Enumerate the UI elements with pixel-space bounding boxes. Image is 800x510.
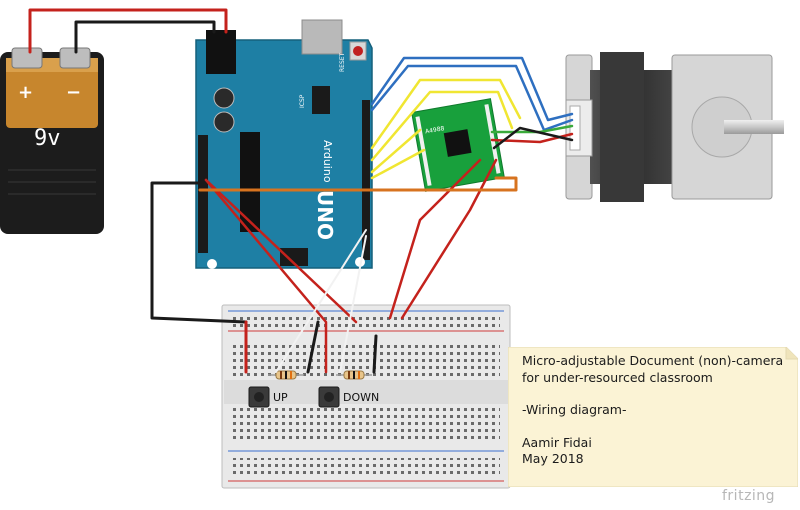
wire-yellow-4 <box>370 148 426 180</box>
arduino-logo-text: Arduino <box>321 140 334 183</box>
wire-driver-vmot <box>388 158 482 320</box>
note-subtitle: -Wiring diagram- <box>522 402 627 417</box>
down-label: DOWN <box>343 391 379 404</box>
wire-driver-vdd <box>400 158 498 320</box>
a4988-driver: A4988 <box>411 98 505 192</box>
driver-label: A4988 <box>425 125 445 135</box>
power-jack <box>206 30 236 74</box>
digital-header <box>362 100 370 260</box>
atmega-chip <box>240 132 260 232</box>
up-label: UP <box>273 391 288 404</box>
wire-gnd-breadboard <box>150 181 248 324</box>
power-header <box>198 135 208 253</box>
minus-symbol: − <box>66 82 81 103</box>
terminal-strip-top <box>232 341 500 377</box>
wire-orange <box>198 176 518 192</box>
wire-5v-down <box>204 178 328 374</box>
wire-motor-blue-2 <box>370 64 574 132</box>
plus-symbol: + <box>18 82 33 103</box>
resistor-up <box>268 370 304 380</box>
arduino-uno: RESET ICSP Arduino UNO <box>195 19 373 269</box>
breadboard: UP DOWN <box>221 304 511 489</box>
bottom-rail-holes <box>232 458 500 478</box>
terminal-strip-bottom <box>232 407 500 443</box>
wire-motor-blue-1 <box>370 56 574 122</box>
top-rail-holes <box>232 315 500 328</box>
icsp-label: ICSP <box>299 94 306 108</box>
note-author: Aamir Fidai <box>522 434 592 450</box>
wire-signal-up <box>275 229 367 373</box>
note-date: May 2018 <box>522 451 584 466</box>
battery-9v: + − 9v <box>0 47 104 234</box>
motor-connector <box>569 105 581 151</box>
note-title-line1: Micro-adjustable Document (non)-camera <box>522 353 784 368</box>
resistor-down <box>336 370 372 380</box>
wire-5v-rail <box>204 178 358 324</box>
wires <box>28 8 574 374</box>
wire-yellow-3 <box>370 128 422 174</box>
wire-motor-black <box>492 126 574 150</box>
voltage-label: 9v <box>34 126 61 151</box>
fritzing-watermark: fritzing <box>722 488 776 504</box>
wire-battery-positive <box>28 8 228 54</box>
battery-positive-terminal <box>11 47 43 69</box>
wire-yellow-2 <box>370 90 514 162</box>
uno-logo-text: UNO <box>313 190 337 240</box>
wire-yellow-1 <box>370 78 522 150</box>
stepper-motor <box>565 52 784 202</box>
title-note: Micro-adjustable Document (non)-camera f… <box>508 347 798 487</box>
usb-connector <box>301 19 343 55</box>
motor-shaft <box>724 120 784 134</box>
up-button: UP <box>248 386 288 408</box>
wire-signal-down <box>339 235 367 373</box>
reset-label: RESET <box>339 52 346 72</box>
driver-chip <box>443 129 472 157</box>
note-background <box>508 347 798 487</box>
down-button: DOWN <box>318 386 379 408</box>
note-title-line2: for under-resourced classroom <box>522 369 713 385</box>
wire-gnd-up <box>306 320 320 374</box>
wire-gnd-down <box>372 334 378 374</box>
wire-battery-negative <box>74 20 216 54</box>
reset-button <box>353 46 363 56</box>
center-channel <box>224 380 508 404</box>
